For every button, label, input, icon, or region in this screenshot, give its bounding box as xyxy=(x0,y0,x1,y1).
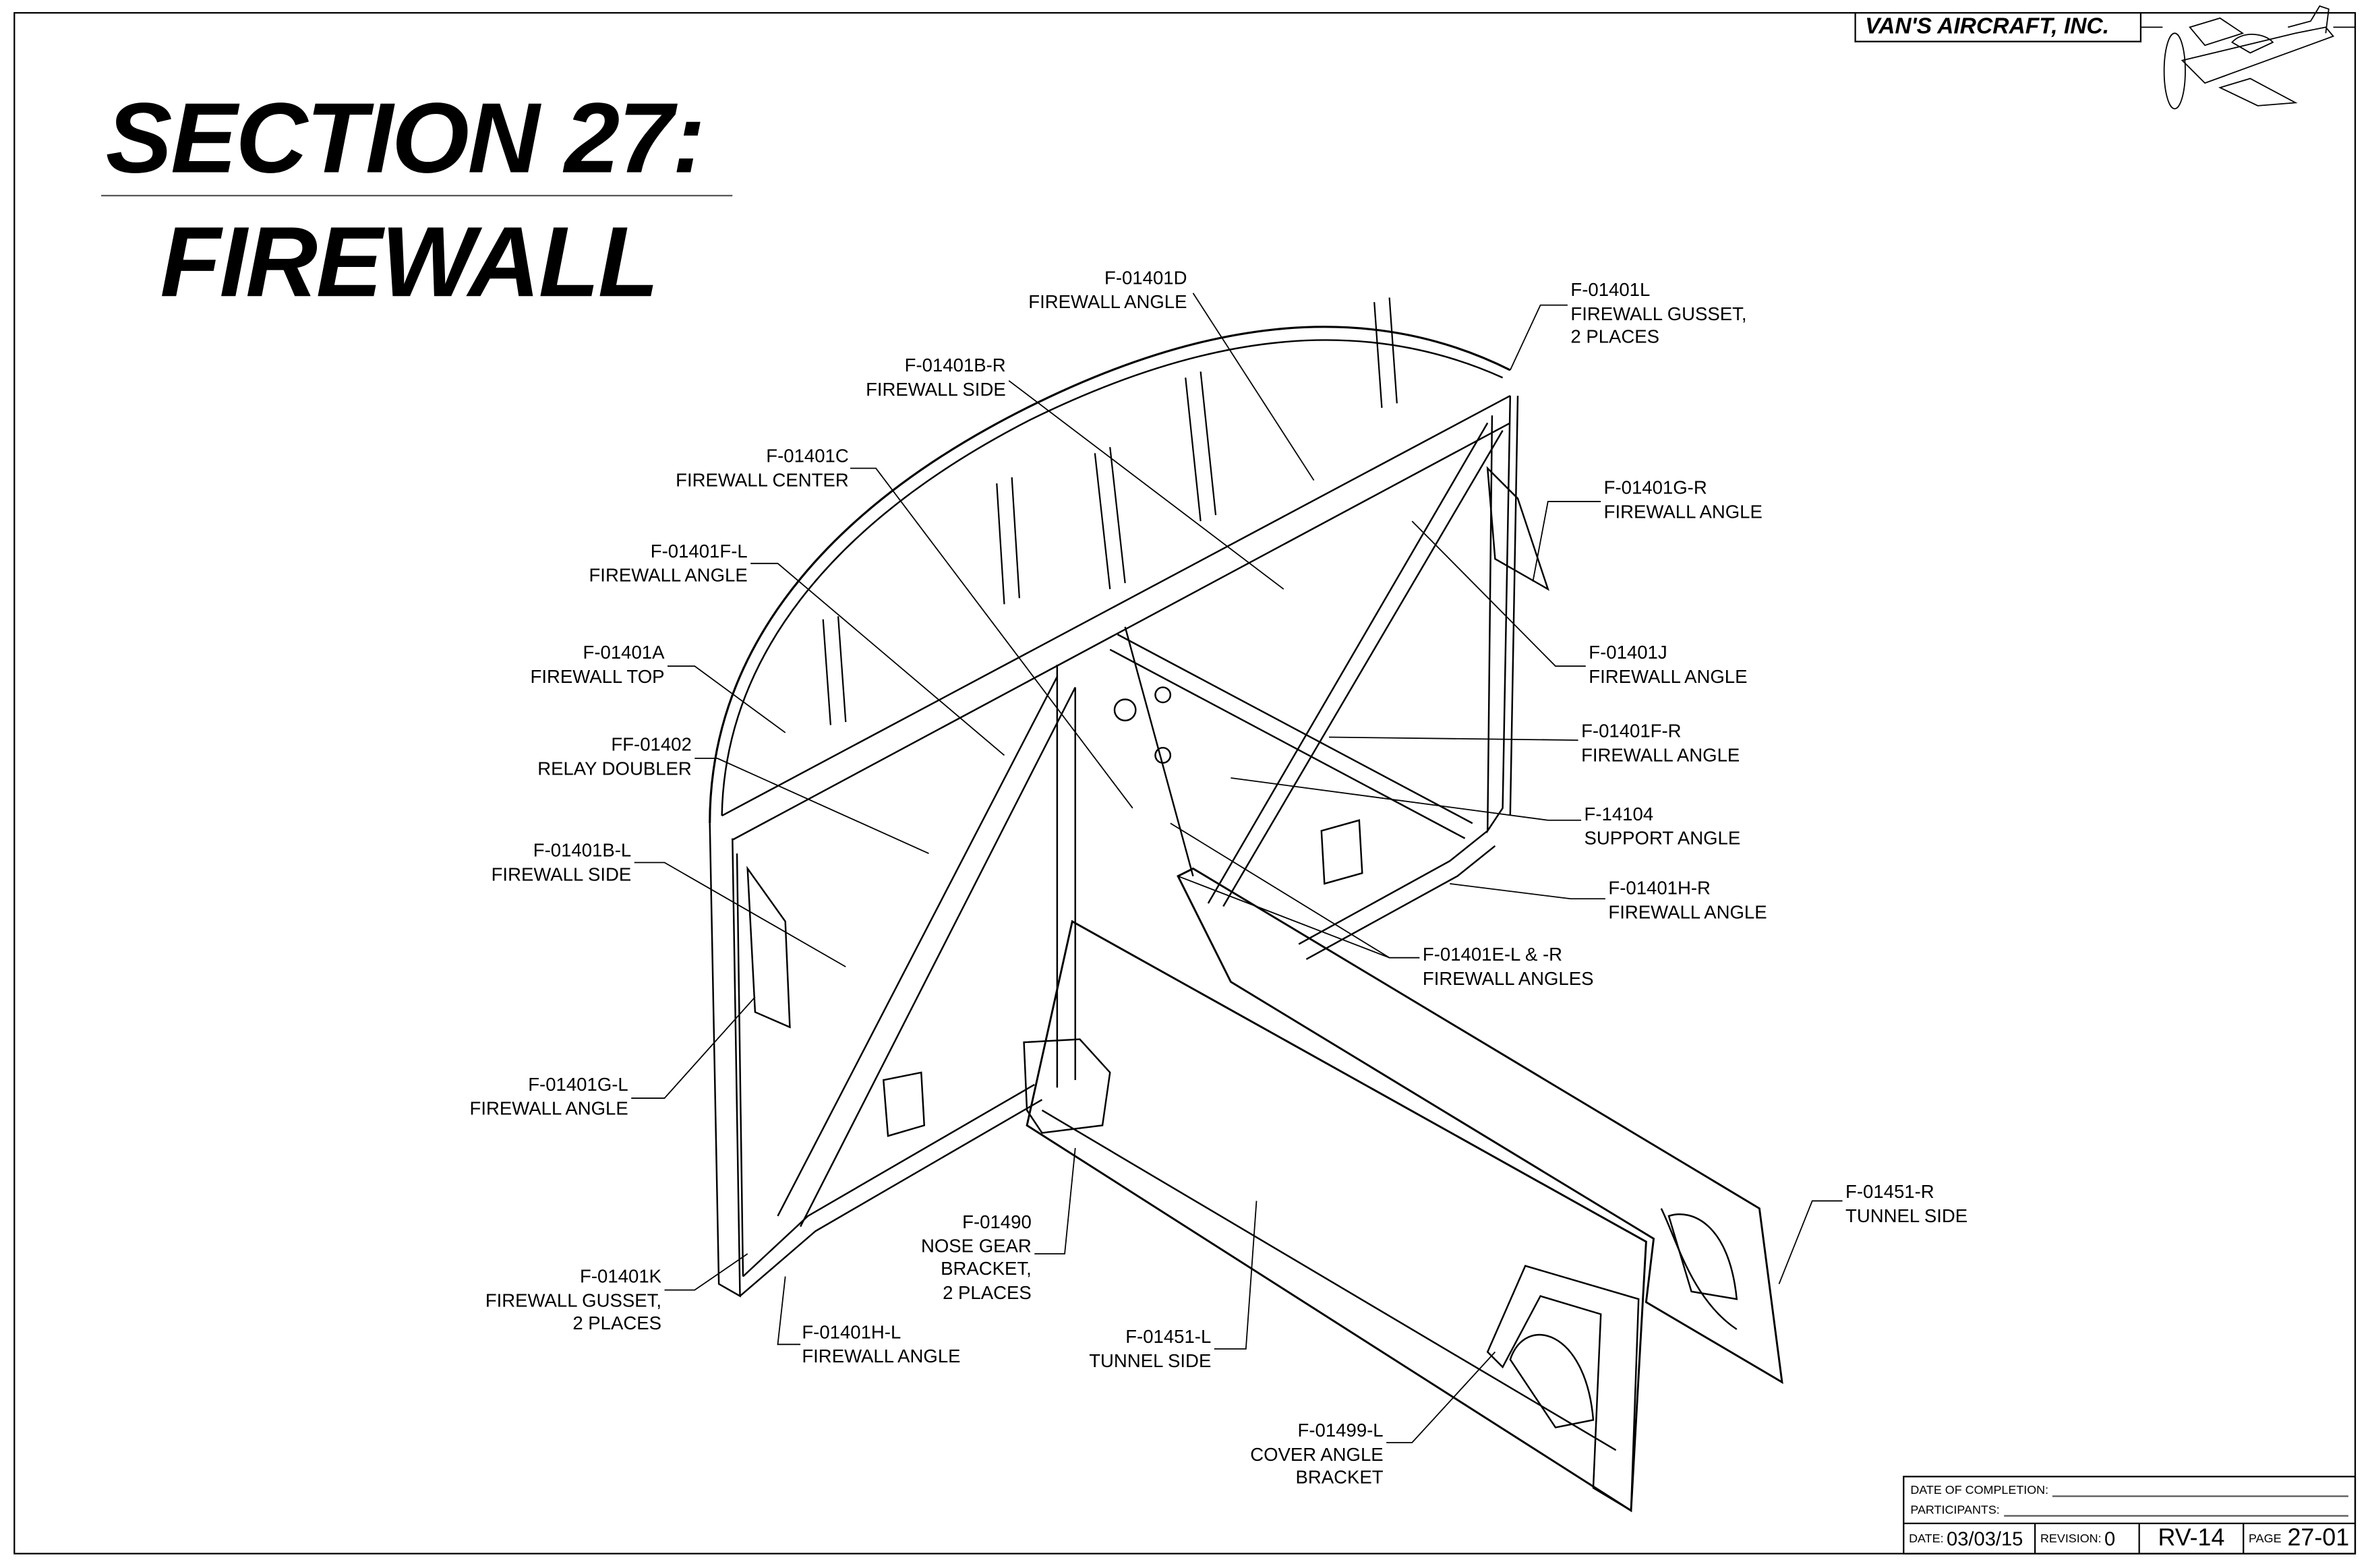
revision-value: 0 xyxy=(2104,1527,2116,1550)
section-title: SECTION 27: xyxy=(105,82,705,193)
participants-label: PARTICIPANTS: xyxy=(1910,1503,2000,1517)
model-value: RV-14 xyxy=(2158,1525,2225,1551)
revision-label: REVISION: xyxy=(2040,1532,2102,1546)
cover-angle-bracket xyxy=(1486,1265,1640,1512)
leader-lines xyxy=(631,293,1843,1443)
section-subtitle: FIREWALL xyxy=(160,205,659,318)
drawing-border xyxy=(13,11,2357,1555)
airplane-logo-icon xyxy=(2141,5,2357,110)
date-label: DATE: xyxy=(1909,1532,1944,1546)
page-value: 27-01 xyxy=(2287,1525,2350,1551)
title-block: DATE OF COMPLETION: PARTICIPANTS: DATE:0… xyxy=(1903,1476,2357,1555)
firewall-side-left xyxy=(709,823,744,1298)
firewall-angle-top xyxy=(721,395,1511,841)
tunnel-side-left xyxy=(1026,919,1647,1513)
brand-name: VAN'S AIRCRAFT, INC. xyxy=(1854,11,2142,42)
date-of-completion-line xyxy=(2052,1485,2348,1497)
firewall-top xyxy=(709,326,1511,824)
firewall-angle-bottom-left xyxy=(739,1083,1043,1297)
page-label: PAGE xyxy=(2249,1532,2282,1546)
date-value: 03/03/15 xyxy=(1947,1527,2023,1550)
firewall-angle-bottom-right xyxy=(1298,830,1496,960)
title-divider xyxy=(101,195,733,197)
participants-line xyxy=(2004,1505,2348,1517)
nose-gear-bracket xyxy=(1023,1038,1111,1134)
date-of-completion-label: DATE OF COMPLETION: xyxy=(1910,1483,2049,1497)
tunnel-side-right xyxy=(1177,867,1783,1385)
firewall-side-right xyxy=(1486,396,1519,834)
